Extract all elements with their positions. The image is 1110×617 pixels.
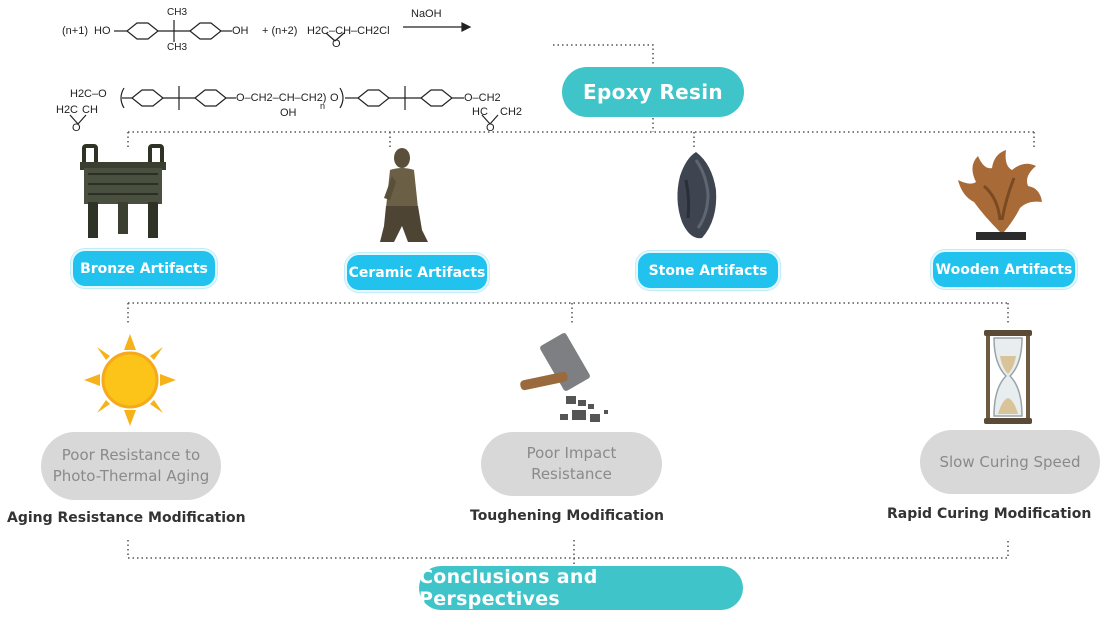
problem-impact: Poor Impact Resistance xyxy=(481,432,662,496)
product-right-ring: CH2 xyxy=(500,106,523,118)
hydroxyl-right: OH xyxy=(232,25,249,37)
terracotta-warrior-icon xyxy=(380,148,428,242)
product-ether-oxygen: O xyxy=(330,92,339,104)
product-repeat-n: n xyxy=(320,101,326,111)
artifact-label-wooden: Wooden Artifacts xyxy=(931,250,1077,289)
product-right-ch: HC xyxy=(472,106,488,118)
product-hydroxyl: OH xyxy=(280,107,297,119)
product-left-ring: H2C xyxy=(56,104,79,116)
hourglass-icon xyxy=(984,330,1032,424)
artifact-label-bronze: Bronze Artifacts xyxy=(71,249,217,288)
product-right-glycidyl: O–CH2 xyxy=(464,92,501,104)
catalyst-label: NaOH xyxy=(411,8,442,20)
methyl-top: CH3 xyxy=(167,7,188,18)
product-right-oxygen: O xyxy=(486,122,495,134)
sun-icon xyxy=(84,334,176,426)
chemical-structure-drawing xyxy=(69,20,499,125)
product-left-glycidyl: H2C–O xyxy=(70,88,107,100)
problem-aging: Poor Resistance to Photo-Thermal Aging xyxy=(41,432,221,500)
reactant-coefficient: (n+1) xyxy=(62,25,88,37)
problem-curing: Slow Curing Speed xyxy=(920,430,1100,494)
epichlorohydrin: H2C–CH–CH2Cl xyxy=(307,25,390,37)
epoxide-oxygen: O xyxy=(332,38,341,50)
product-left-oxygen: O xyxy=(72,122,81,134)
stone-icon xyxy=(677,152,717,239)
epichlorohydrin-coefficient: + (n+2) xyxy=(262,25,298,37)
methyl-bottom: CH3 xyxy=(167,42,188,53)
hydroxyl-left: HO xyxy=(94,25,111,37)
wood-root-icon xyxy=(958,150,1042,240)
hammer-icon xyxy=(520,333,608,422)
artifact-label-ceramic: Ceramic Artifacts xyxy=(345,253,489,292)
artifact-label-stone: Stone Artifacts xyxy=(636,251,780,290)
solution-curing: Rapid Curing Modification xyxy=(887,506,1092,522)
product-chain: O–CH2–CH–CH2) xyxy=(236,92,327,104)
solution-aging: Aging Resistance Modification xyxy=(7,510,246,526)
product-left-ch: CH xyxy=(82,104,98,116)
solution-toughening: Toughening Modification xyxy=(470,508,664,524)
bronze-ding-icon xyxy=(80,144,166,238)
conclusions-banner: Conclusions and Perspectives xyxy=(419,566,743,610)
epoxy-resin-title: Epoxy Resin xyxy=(562,67,744,117)
